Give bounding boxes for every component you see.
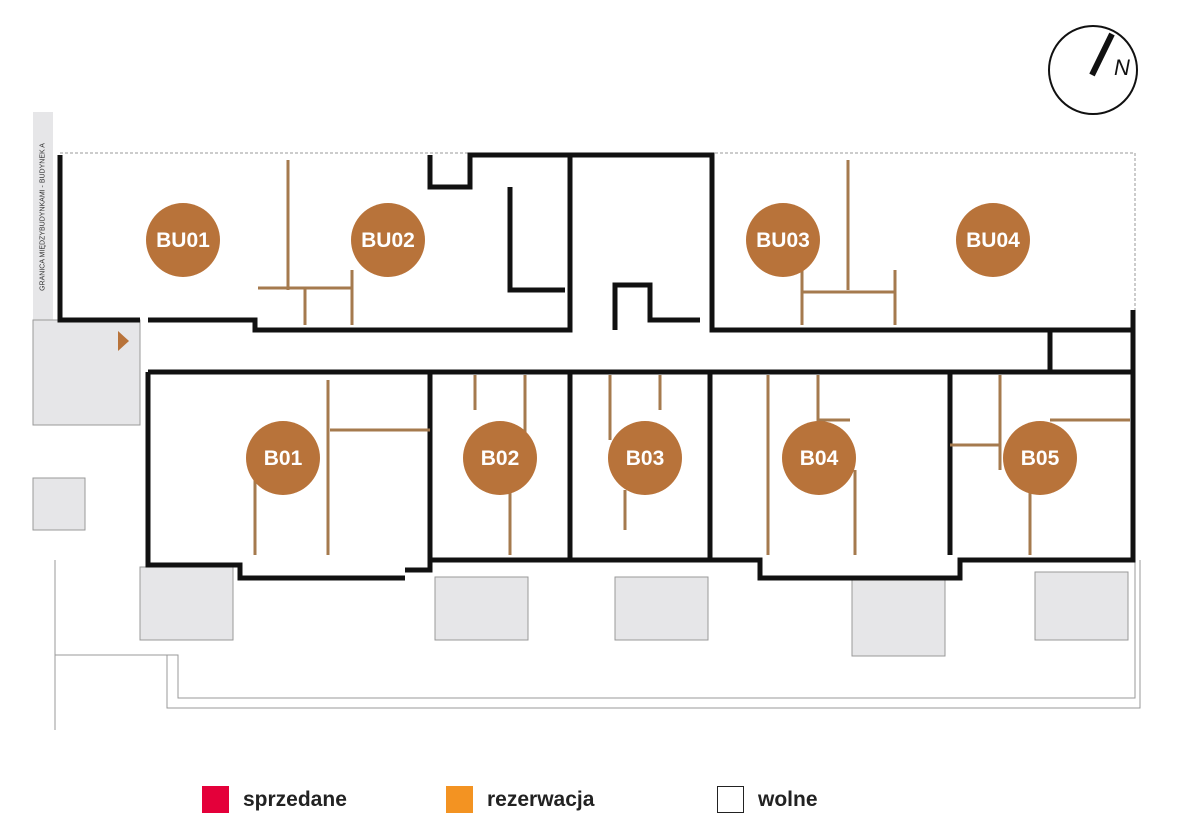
unit-bu02[interactable]: BU02 xyxy=(351,203,425,277)
unit-marker[interactable] xyxy=(1003,421,1077,495)
walls xyxy=(57,152,1136,581)
unit-label: BU01 xyxy=(156,229,210,252)
terrace-outline xyxy=(54,152,1141,730)
unit-label: B03 xyxy=(626,447,665,470)
unit-bu03[interactable]: BU03 xyxy=(746,203,820,277)
building-boundary-strip: GRANICA MIĘDZYBUDYNKAMI - BUDYNEK A xyxy=(33,112,53,322)
unit-bu04[interactable]: BU04 xyxy=(956,203,1030,277)
legend-available: wolne xyxy=(717,786,818,813)
unit-label: B01 xyxy=(264,447,303,470)
legend-swatch-reserved xyxy=(446,786,473,813)
unit-label: B04 xyxy=(800,447,839,470)
unit-marker[interactable] xyxy=(246,421,320,495)
unit-label: BU02 xyxy=(361,229,415,252)
entrance-arrow-icon xyxy=(118,331,129,351)
unit-label: BU04 xyxy=(966,229,1020,252)
unit-b04[interactable]: B04 xyxy=(782,421,856,495)
unit-marker[interactable] xyxy=(351,203,425,277)
unit-b03[interactable]: B03 xyxy=(608,421,682,495)
unit-bu01[interactable]: BU01 xyxy=(146,203,220,277)
compass: N xyxy=(1048,25,1138,115)
grey-areas xyxy=(32,319,1129,657)
unit-label: BU03 xyxy=(756,229,810,252)
unit-label: B05 xyxy=(1021,447,1060,470)
legend-swatch-available xyxy=(717,786,744,813)
partitions xyxy=(253,160,1130,555)
compass-label: N xyxy=(1114,55,1130,80)
unit-label: B02 xyxy=(481,447,520,470)
unit-b01[interactable]: B01 xyxy=(246,421,320,495)
unit-marker[interactable] xyxy=(782,421,856,495)
unit-marker[interactable] xyxy=(956,203,1030,277)
legend-reserved: rezerwacja xyxy=(446,786,594,813)
unit-b02[interactable]: B02 xyxy=(463,421,537,495)
unit-marker[interactable] xyxy=(146,203,220,277)
unit-marker[interactable] xyxy=(463,421,537,495)
legend-label-reserved: rezerwacja xyxy=(487,787,595,811)
legend-sold: sprzedane xyxy=(202,786,347,813)
unit-marker[interactable] xyxy=(608,421,682,495)
legend-label-available: wolne xyxy=(758,787,818,811)
legend-swatch-sold xyxy=(202,786,229,813)
unit-b05[interactable]: B05 xyxy=(1003,421,1077,495)
legend-label-sold: sprzedane xyxy=(243,787,347,811)
unit-marker[interactable] xyxy=(746,203,820,277)
